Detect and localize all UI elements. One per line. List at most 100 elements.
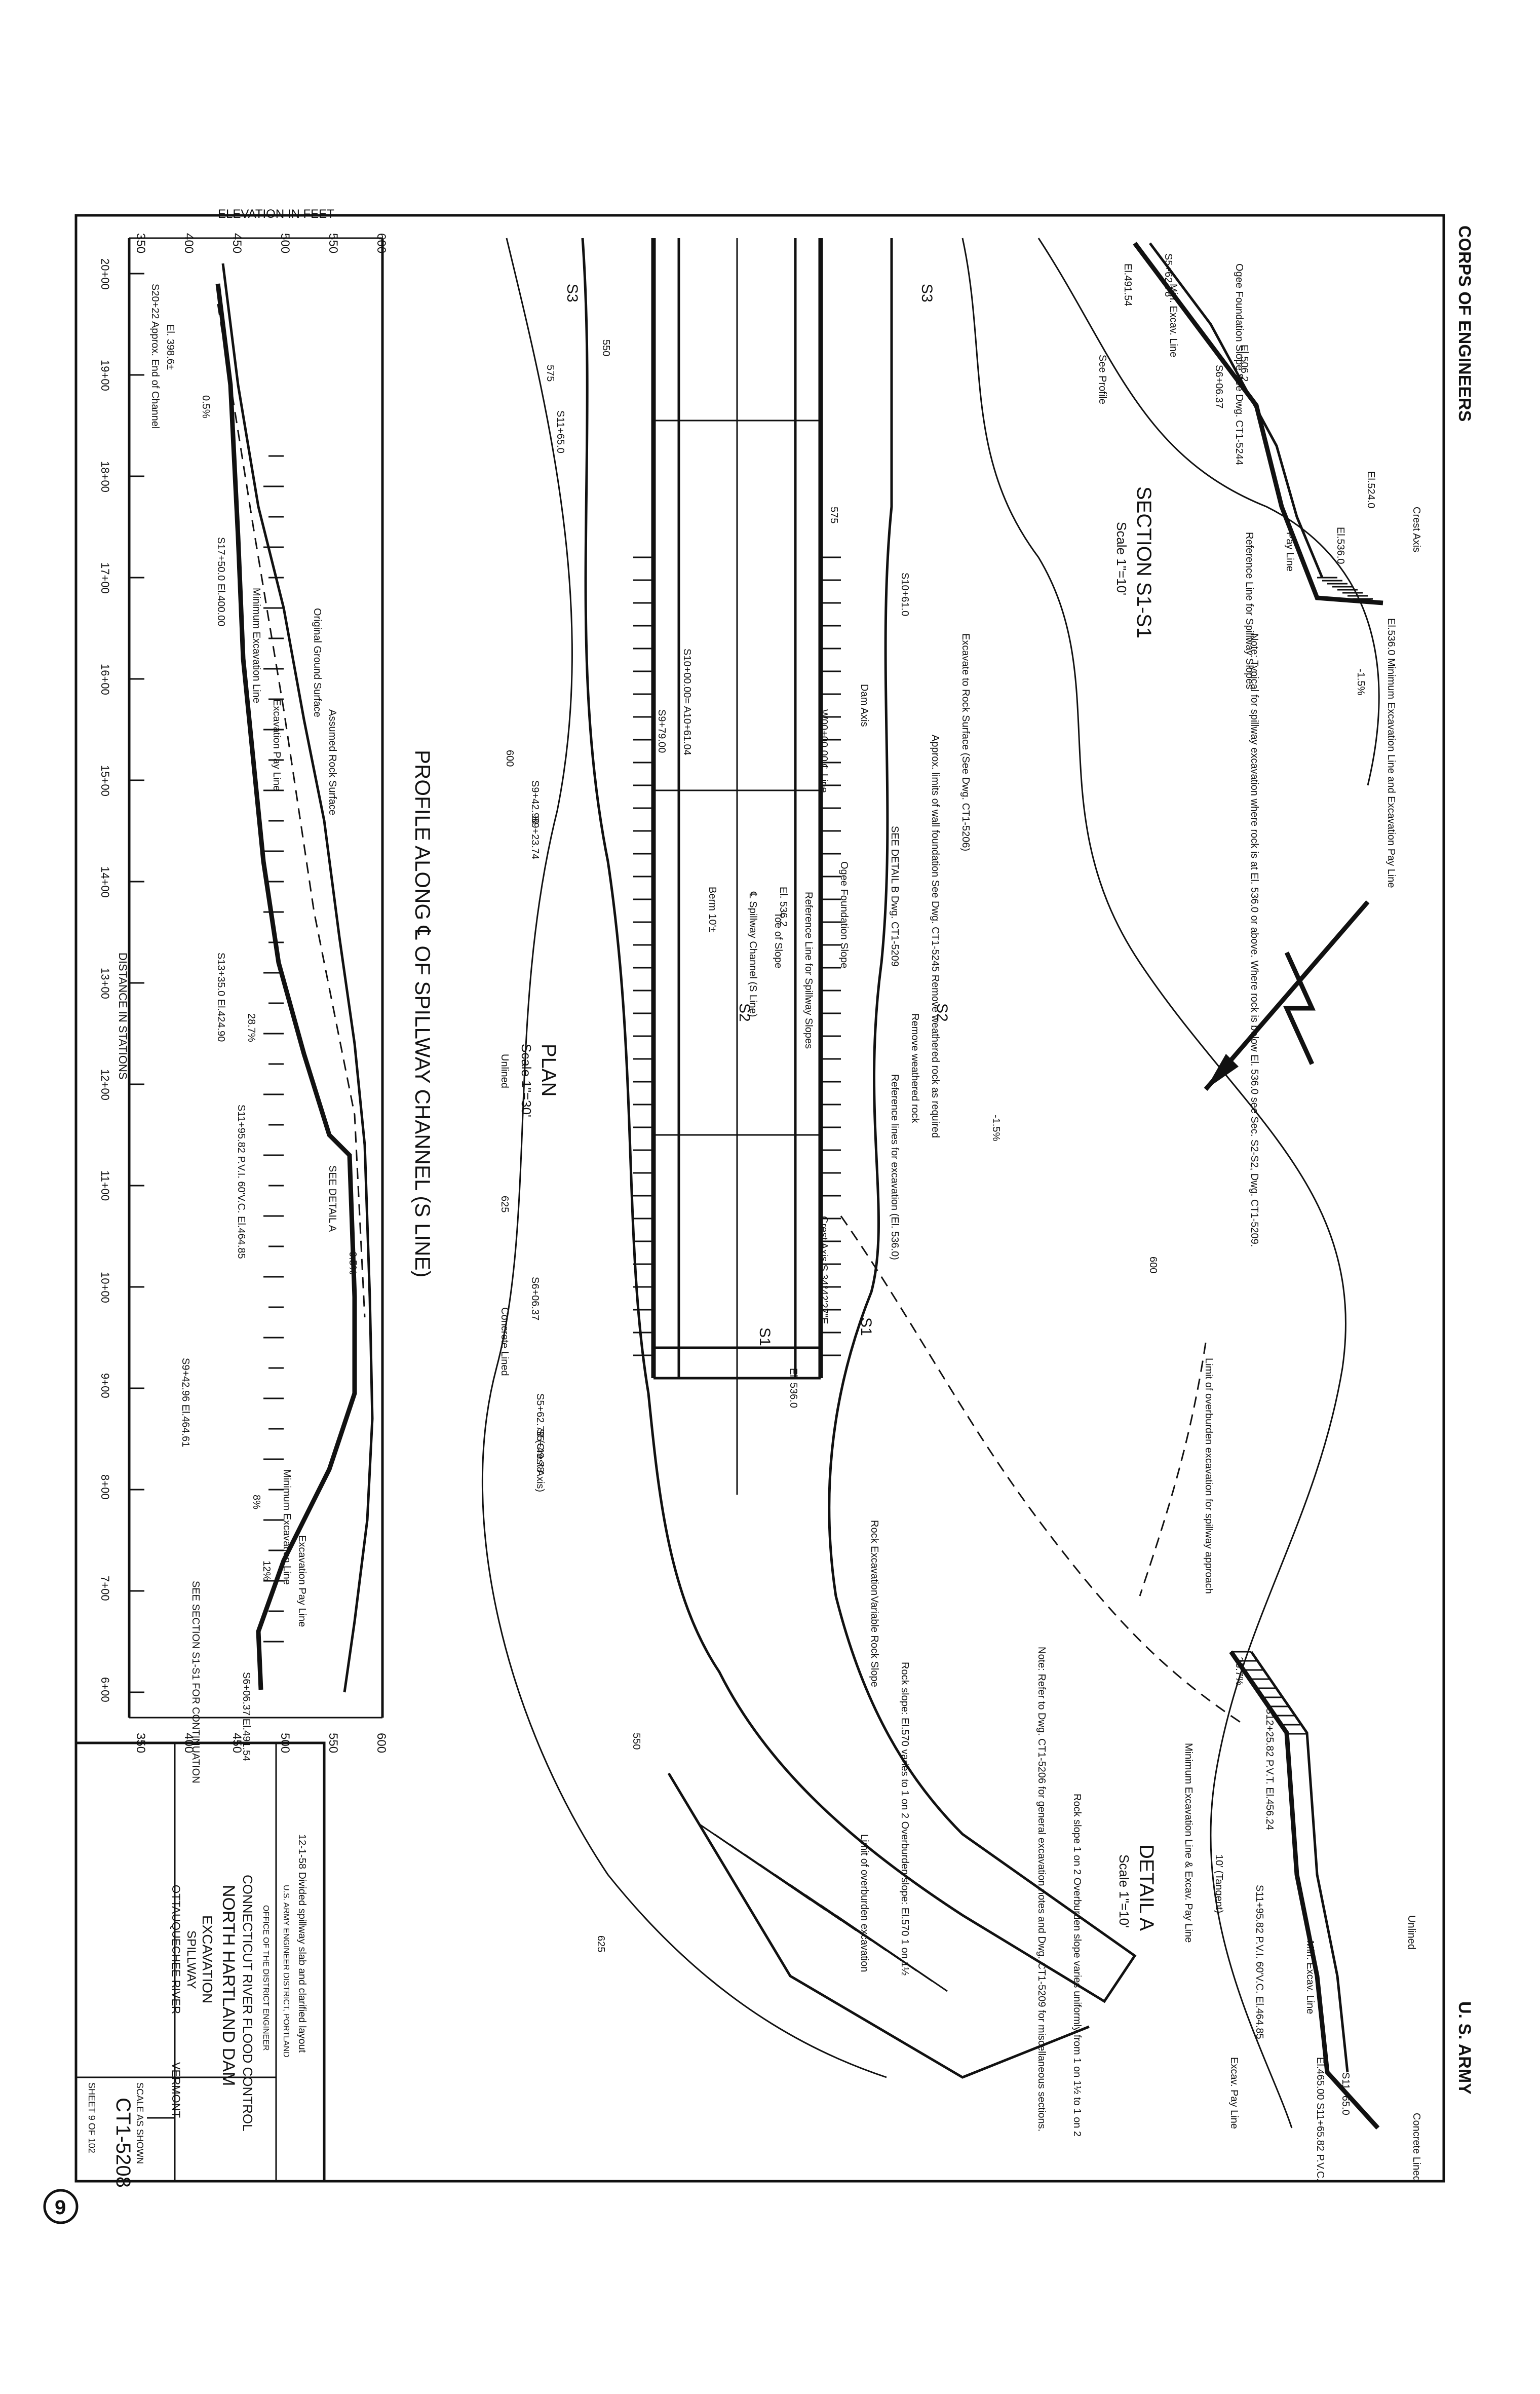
contour-label: 625 <box>595 1935 606 1952</box>
plan-label: Excavate to Rock Surface (See Dwg. CT1-5… <box>960 633 971 851</box>
station-tick: 13+00 <box>99 968 111 999</box>
plan-label: S10+61.0 <box>899 573 910 616</box>
excavation-limit <box>581 238 1137 2003</box>
title-block-subject-2: SPILLWAY <box>184 1930 198 1989</box>
plan-label: Reference lines for excavation (El. 536.… <box>889 1074 900 1260</box>
plan-label: El. 536.0 <box>788 1368 799 1408</box>
s1-label: Min. Excav. Line <box>1168 284 1179 357</box>
s1-label: El.536.0 <box>1335 527 1346 564</box>
detail-a-label: Unlined <box>1406 1915 1417 1950</box>
s1-label: Reference Line for Spillway Slopes <box>1244 532 1255 689</box>
plan-label: El. 536.2 <box>778 887 789 927</box>
station-tick: 8+00 <box>99 1474 111 1500</box>
plan-label: S6+06.37 <box>529 1277 541 1320</box>
elevation-tick-bottom: 600 <box>374 1733 388 1753</box>
station-tick: 18+00 <box>99 461 111 492</box>
sheet-number-badge: 9 <box>43 2189 79 2224</box>
plan-label: S9+42.96 <box>529 780 541 824</box>
profile-note: Minimum Excavation Line <box>251 588 262 703</box>
contour-label: 550 <box>600 339 611 356</box>
plan-label: S9+23.74 <box>529 816 541 859</box>
contour-label: 600 <box>1147 1257 1159 1273</box>
plan-label: Rock slope: El.570 varies to 1 on 2 Over… <box>899 1662 910 1976</box>
original-ground-line <box>221 263 374 1693</box>
plan-label: Rock Excavation <box>869 1520 880 1595</box>
contour-label: 575 <box>828 507 839 523</box>
distance-axis-label: DISTANCE IN STATIONS <box>117 953 129 1080</box>
s1-label: -1.5% <box>1355 669 1366 695</box>
section-s1-scale: Scale 1"=10' <box>1114 522 1129 595</box>
plan-label: W00+00.00 ℄ Line <box>818 709 829 793</box>
s1-label: S6+06.37 <box>1213 365 1224 408</box>
detail-a-label: S12+25.82 P.V.T. El.456.24 <box>1264 1707 1275 1830</box>
plan-label: ℄ Spillway Channel (S Line) <box>747 891 758 1017</box>
plan-label: Reference Line for Spillway Slopes <box>803 892 814 1049</box>
detail-a-label: 10' (Tangent) <box>1213 1854 1224 1913</box>
plan-label: Rock slope 1 on 2 Overburden slope varie… <box>1071 1794 1083 2137</box>
s1-label: Crest Axis <box>1411 507 1422 552</box>
section-marker: S1 <box>756 1327 773 1346</box>
agency-left-label: CORPS OF ENGINEERS <box>1455 225 1474 422</box>
plan-label: Variable Rock Slope <box>869 1596 880 1687</box>
station-tick: 19+00 <box>99 360 111 391</box>
plan-scale: Scale 1"=30' <box>519 1044 534 1117</box>
station-tick: 16+00 <box>99 664 111 695</box>
section-marker: S3 <box>918 284 935 302</box>
elevation-tick-top: 500 <box>278 233 292 253</box>
section-marker: S2 <box>736 1003 753 1022</box>
plan-label: Crest Axis S.34°42'27"E. <box>818 1216 829 1327</box>
detail-a-label: Minimum Excavation Line & Excav. Pay Lin… <box>1183 1743 1194 1943</box>
plan-label: S11+65.0 <box>555 410 566 453</box>
detail-a-label: Concrete Lined <box>1411 2113 1422 2182</box>
profile-note: S17+50.0 El.400.00 <box>215 537 226 626</box>
profile-note: Original Ground Surface <box>312 608 323 717</box>
contour-label: 550 <box>631 1733 642 1750</box>
detail-a-label: 28.7% <box>1234 1657 1245 1686</box>
plan-label: S5+62.78 (Crest Axis) <box>534 1393 546 1492</box>
contour-label: 575 <box>545 365 556 382</box>
detail-a-view <box>1229 1650 1380 2130</box>
profile-note: S20+22 Approx. End of Channel <box>149 284 161 429</box>
detail-a-label: S11+65.0 <box>1340 2072 1351 2115</box>
elevation-tick-top: 600 <box>374 233 388 253</box>
profile-note: 0.5% <box>200 395 211 419</box>
station-tick: 14+00 <box>99 866 111 898</box>
profile-note: S6+06.37 El.491.54 <box>241 1672 252 1761</box>
sheet-number: 9 <box>55 2196 66 2219</box>
elevation-tick-top: 350 <box>134 233 147 253</box>
plan-label: Limit of overburden excavation <box>859 1834 870 1972</box>
profile-note: SEE SECTION S1-S1 FOR CONTINUATION <box>190 1581 201 1783</box>
plan-label: Approx. limits of wall foundation See Dw… <box>930 735 941 1138</box>
profile-note: El. 398.6± <box>165 324 176 370</box>
title-block-text: 12-1-58 Divided spillway slab and clarif… <box>87 1834 307 2188</box>
plan-label: Unlined <box>499 1054 510 1088</box>
profile-note: S9+42.96 El.464.61 <box>180 1358 191 1447</box>
plan-label: SEE DETAIL B Dwg. CT1-5209 <box>889 826 900 967</box>
s1-label: Note: Typical for spillway excavation wh… <box>1249 633 1260 1247</box>
profile-note: Minimum Excavation Line <box>281 1469 292 1585</box>
profile-note: Excavation Pay Line <box>271 699 282 791</box>
detail-a-title: DETAIL A <box>1135 1844 1158 1931</box>
s1-label: S5+62.78 <box>1163 253 1174 297</box>
detail-a-label: Min. Excav. Line <box>1304 1941 1316 2014</box>
s1-label: Ogee Foundation Slope See Dwg. CT1-5244 <box>1234 263 1245 465</box>
plan-label: Ogee Foundation Slope <box>838 861 850 968</box>
title-block-project: CONNECTICUT RIVER FLOOD CONTROL <box>240 1875 255 2132</box>
profile-note: Assumed Rock Surface <box>327 709 338 815</box>
plan-title: PLAN <box>537 1044 560 1097</box>
plan-label: Dam Axis <box>859 684 870 727</box>
title-block-drawing-number: CT1-5208 <box>112 2098 134 2188</box>
plan-label: -1.5% <box>990 1115 1002 1141</box>
plan-label: Remove weathered rock <box>909 1013 920 1124</box>
plan-label: S10+00.00= A10+61.04 <box>681 649 692 755</box>
min-excavation-line <box>215 283 357 1690</box>
detail-a-label: El.465.00 S11+65.82 P.V.C. <box>1315 2057 1326 2181</box>
s1-label: Pay Line <box>1284 532 1295 572</box>
wedge-hatch-mark <box>835 1914 948 1992</box>
elevation-tick-top: 550 <box>326 233 340 253</box>
elevation-axis-label: ELEVATION IN FEET <box>218 207 334 221</box>
